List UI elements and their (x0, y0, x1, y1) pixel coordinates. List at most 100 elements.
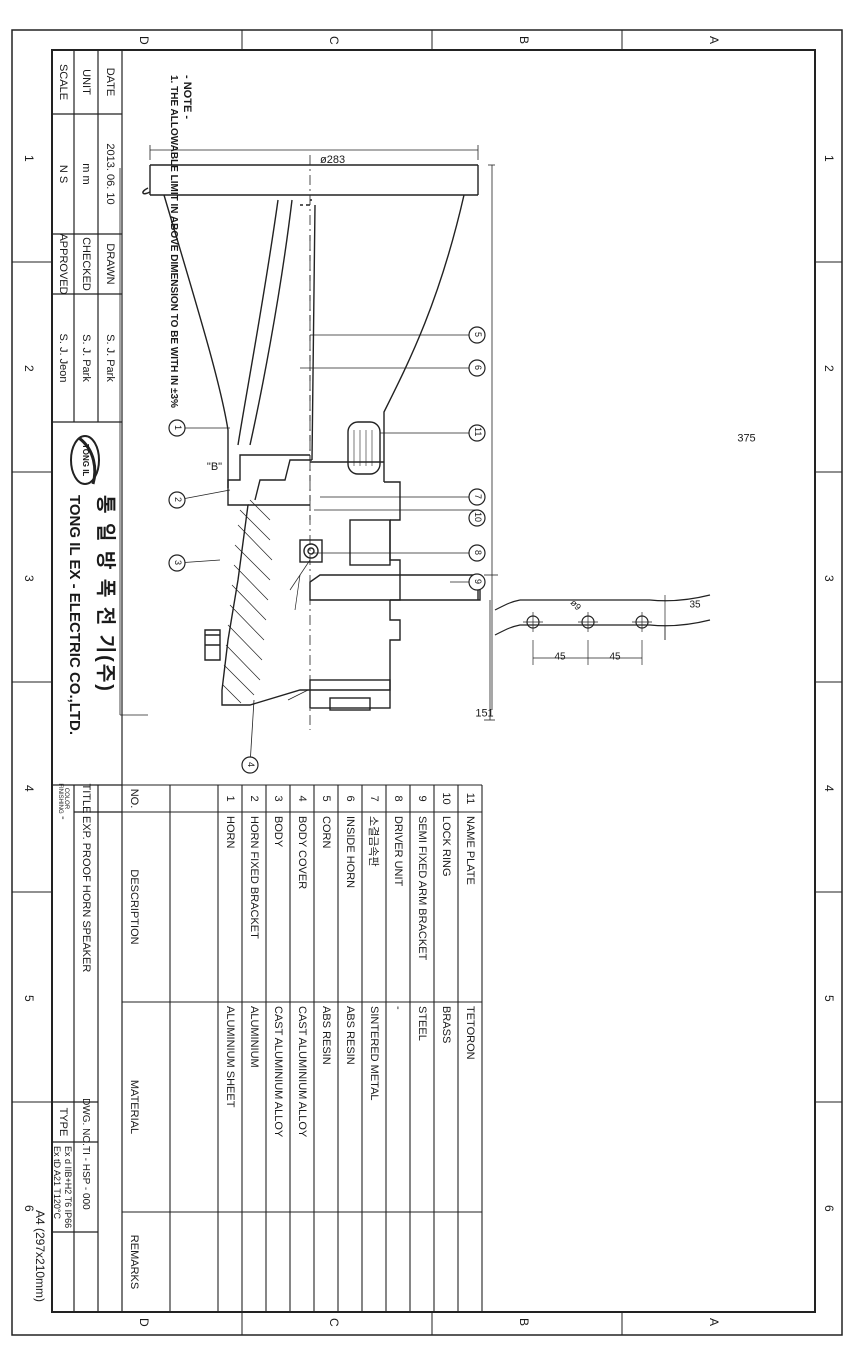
approved-label: APPROVED (57, 233, 69, 295)
grid-letter-b-right: B (517, 1318, 531, 1327)
table-row-description: 소결금속판 (367, 816, 379, 867)
balloon-circles (168, 326, 486, 774)
grid-label-2-bottom: 2 (22, 365, 36, 372)
balloon-6: 6 (473, 365, 483, 371)
table-row-material: CAST ALUMINIUM ALLOY (272, 1006, 284, 1138)
parts-table-lines (122, 784, 483, 1312)
table-row-description: HORN (224, 816, 236, 849)
table-row-no: 9 (416, 795, 428, 802)
table-row-no: 5 (320, 795, 332, 802)
balloon-8: 8 (473, 550, 483, 556)
table-row-description: INSIDE HORN (344, 816, 356, 889)
table-row-description: NAME PLATE (464, 816, 476, 885)
table-row-material: SINTERED METAL (368, 1006, 380, 1101)
balloon-11: 11 (473, 427, 483, 437)
table-row-no: 6 (344, 795, 356, 802)
color-finishing-value: - (57, 816, 69, 820)
table-row-no: 8 (392, 795, 404, 802)
dwg-no-value: TI - HSP - 000 (80, 1146, 92, 1210)
title-block-lines (52, 50, 123, 1312)
bracket-detail (494, 594, 711, 665)
table-row-no: 11 (464, 792, 476, 805)
table-row-material: ABS RESIN (320, 1006, 332, 1065)
grid-letter-c-right: C (327, 1318, 341, 1327)
type-value-1: Ex d IIB+H2 T6 IP66 (63, 1146, 74, 1229)
dimension-length: 375 (737, 432, 756, 445)
dwg-no-label: DWG. NO. (80, 1098, 92, 1146)
checked-label: CHECKED (80, 237, 92, 291)
dimension-bracket-gap-1: 45 (609, 651, 621, 663)
grid-letter-b-left: B (517, 36, 531, 45)
balloon-7: 7 (473, 494, 483, 500)
header-remarks: REMARKS (128, 1234, 140, 1290)
table-row-description: SEMI FIXED ARM BRACKET (416, 816, 428, 961)
company-name-english: TONG IL EX - ELECTRIC CO.,LTD. (66, 495, 83, 736)
grid-label-3-bottom: 3 (22, 575, 36, 582)
logo-text: TONG IL (81, 444, 90, 477)
horn-drawing (119, 145, 711, 766)
drawn-label: DRAWN (104, 243, 116, 285)
unit-label: UNIT (80, 69, 92, 95)
table-row-material: ABS RESIN (344, 1006, 356, 1065)
header-description: DESCRIPTION (128, 869, 140, 945)
balloon-5: 5 (473, 332, 483, 338)
date-value: 2013. 06. 10 (104, 143, 116, 205)
company-name-korean: 통 일 방 폭 전 기(주) (94, 495, 116, 693)
table-row-material: STEEL (416, 1006, 428, 1041)
detail-b-label: "B" (206, 461, 223, 474)
table-row-description: DRIVER UNIT (392, 816, 404, 887)
table-row-material: TETORON (464, 1006, 476, 1060)
balloon-4: 4 (246, 762, 256, 768)
table-row-no: 4 (296, 795, 308, 802)
table-row-no: 1 (224, 795, 236, 802)
table-row-no: 7 (368, 795, 380, 802)
grid-label-4-bottom: 4 (22, 785, 36, 792)
grid-letter-d-right: D (137, 1318, 151, 1327)
table-row-description: BODY COVER (296, 816, 308, 890)
drawn-value: S. J. Park (104, 334, 116, 382)
grid-label-1-bottom: 1 (22, 155, 36, 162)
dimension-bracket-height: 35 (689, 599, 701, 611)
date-label: DATE (104, 67, 116, 97)
grid-label-5-bottom: 5 (22, 995, 36, 1002)
table-row-description: LOCK RING (440, 816, 452, 877)
note-line-1: 1. THE ALLOWABLE LIMIT IN ABOVE DIMENSIO… (168, 75, 179, 408)
color-finishing-label: COLOR FINISHING (57, 783, 69, 814)
table-row-no: 10 (440, 792, 452, 805)
balloon-9: 9 (473, 579, 483, 585)
section-hatching (222, 499, 311, 704)
grid-letter-a-left: A (707, 36, 721, 45)
table-row-description: BODY (272, 816, 284, 848)
table-row-material: ALUMINIUM (248, 1006, 260, 1068)
table-row-material: CAST ALUMINIUM ALLOY (296, 1006, 308, 1138)
type-value-2: Ex tD A21 T120°C (52, 1146, 63, 1219)
grid-letter-d-left: D (137, 36, 151, 45)
table-row-material: BRASS (440, 1006, 452, 1044)
grid-label-2-top: 2 (822, 365, 836, 372)
grid-label-6-top: 6 (822, 1205, 836, 1212)
table-row-description: CORN (320, 816, 332, 849)
header-material: MATERIAL (128, 1079, 140, 1135)
grid-label-3-top: 3 (822, 575, 836, 582)
scale-value: N S (57, 164, 69, 184)
dimension-bracket-gap-2: 45 (554, 651, 566, 663)
grid-label-1-top: 1 (822, 155, 836, 162)
logo-swoosh-icon (70, 435, 100, 485)
leader-lines (176, 334, 477, 766)
grid-letter-c-left: C (327, 36, 341, 45)
checked-value: S. J. Park (80, 334, 92, 382)
table-row-no: 2 (248, 795, 260, 802)
grid-label-4-top: 4 (822, 785, 836, 792)
table-row-material: - (392, 1006, 404, 1010)
grid-ticks (12, 30, 842, 1335)
grid-letter-a-right: A (707, 1318, 721, 1327)
unit-value: m m (80, 163, 92, 185)
balloon-3: 3 (173, 560, 183, 566)
title-value: EXP. PROOF HORN SPEAKER (80, 816, 92, 973)
balloon-2: 2 (173, 497, 183, 503)
grid-label-5-top: 5 (822, 995, 836, 1002)
paper-size: A4 (297x210mm) (33, 1210, 47, 1303)
